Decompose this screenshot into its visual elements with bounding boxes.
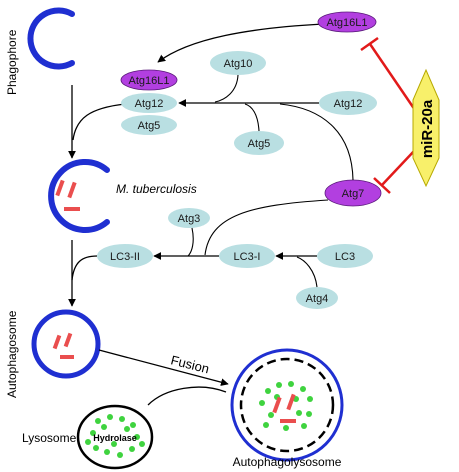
node-atg12-right-label: Atg12 <box>334 98 363 110</box>
arrow-atg3 <box>187 227 194 257</box>
autophagolysosome-granules <box>259 381 313 431</box>
arrow-lysosome-to-autophagolysosome <box>147 386 227 406</box>
mir20a-label: miR-20a <box>419 99 436 158</box>
node-atg12-complex <box>121 93 177 113</box>
node-atg16l1-complex <box>120 69 178 91</box>
phagophore-membrane <box>27 7 75 70</box>
node-lc3-ii <box>97 244 153 268</box>
node-atg7-label: Atg7 <box>342 188 365 200</box>
lysosome-granules <box>85 414 145 458</box>
node-lc3-i <box>219 244 275 268</box>
node-lc3-label: LC3 <box>335 251 355 263</box>
engulfing-membrane <box>48 159 110 233</box>
arrow-atg4 <box>296 256 318 288</box>
node-atg3 <box>168 208 210 228</box>
mir20a-hexagon <box>412 68 440 188</box>
node-atg5-complex-label: Atg5 <box>138 120 161 132</box>
arrow-atg7-to-atg12-pathway <box>279 103 354 181</box>
node-atg3-label: Atg3 <box>178 213 201 225</box>
mtb-bacteria-autophagosome <box>52 332 74 359</box>
node-atg16l1-complex-label: Atg16L1 <box>129 75 170 87</box>
autophagolysosome-outer <box>230 348 344 462</box>
phagophore-label: Phagophore <box>5 29 19 95</box>
node-atg10-label: Atg10 <box>224 58 253 70</box>
node-atg5-lower <box>234 131 284 155</box>
node-atg5-lower-label: Atg5 <box>248 138 271 150</box>
node-atg16l1-top-label: Atg16L1 <box>327 17 368 29</box>
fusion-label: Fusion <box>169 352 211 376</box>
autophagolysosome-label: Autophagolysosome <box>233 455 342 469</box>
hydrolase-label: Hydrolase <box>93 433 137 443</box>
lysosome-label: Lysosome <box>22 431 77 445</box>
node-atg16l1-top <box>317 11 377 33</box>
mtb-bacteria-engulf <box>55 179 80 211</box>
mtb-bacteria-autophagolysosome <box>272 393 296 423</box>
arrow-atg7-to-lc3-pathway <box>204 199 329 256</box>
autophagosome-membrane <box>31 309 101 379</box>
arrow-complex-to-membrane <box>72 103 126 141</box>
autophagosome-label: Autophagosome <box>5 310 19 398</box>
node-lc3 <box>317 244 373 268</box>
arrow-lc3ii-to-membrane <box>71 255 98 281</box>
node-atg12-right <box>319 91 377 115</box>
node-atg5-complex <box>121 115 177 135</box>
fusion-arrow <box>98 349 229 386</box>
arrow-atg10 <box>214 74 239 103</box>
node-atg4-label: Atg4 <box>306 293 329 305</box>
arrow-atg5 <box>244 103 260 132</box>
autophagolysosome-inner <box>239 357 335 453</box>
arrow-atg16l1-to-complex <box>157 23 324 63</box>
node-atg4 <box>296 287 338 309</box>
node-lc3-i-label: LC3-I <box>234 251 261 263</box>
node-atg12-complex-label: Atg12 <box>135 98 164 110</box>
mtb-label: M. tuberculosis <box>116 182 197 196</box>
node-atg10 <box>210 51 266 75</box>
mir20a-inhibition <box>360 36 417 194</box>
node-lc3-ii-label: LC3-II <box>110 251 140 263</box>
